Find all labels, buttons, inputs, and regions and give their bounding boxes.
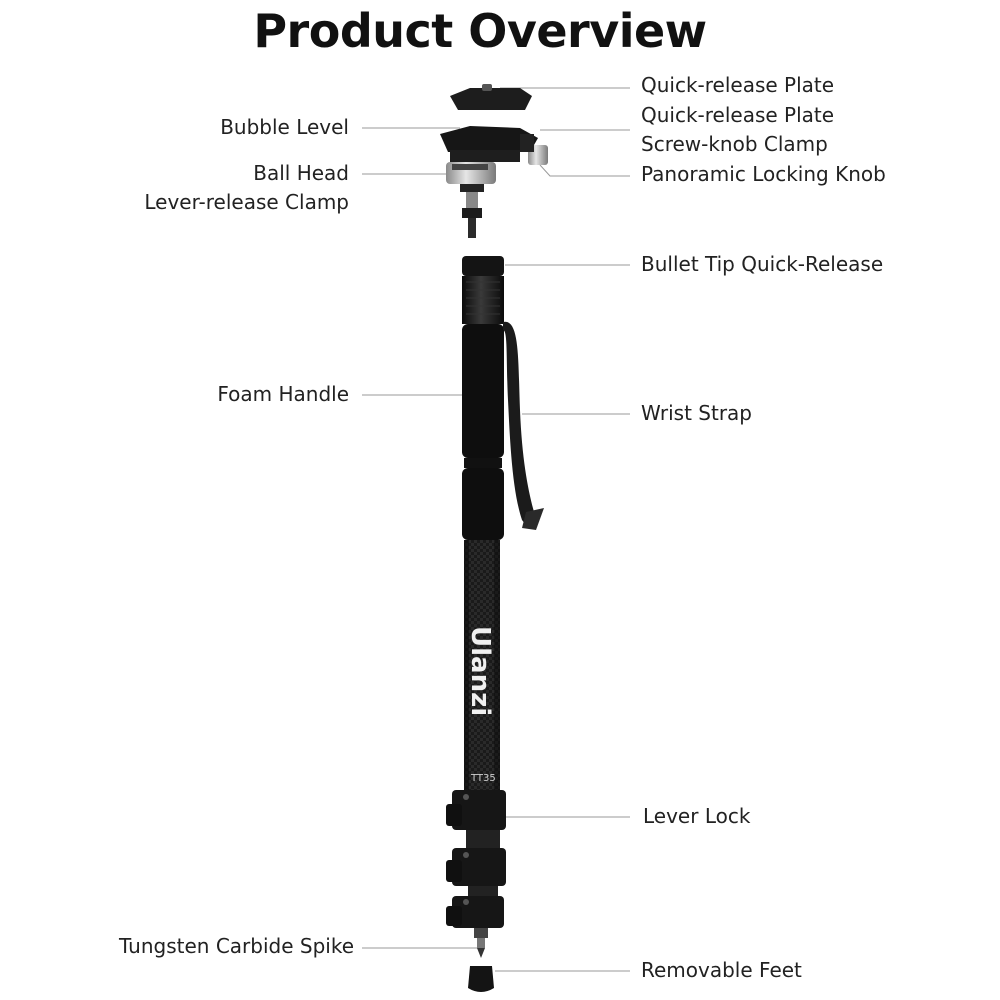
- leader-panoramic-knob: [539, 164, 630, 177]
- foam-handle: [462, 324, 504, 540]
- label-removable-feet: Removable Feet: [641, 958, 802, 982]
- label-tungsten-spike: Tungsten Carbide Spike: [119, 934, 354, 958]
- removable-feet: [468, 966, 494, 992]
- label-foam-handle: Foam Handle: [217, 382, 349, 406]
- lever-locks: [446, 790, 506, 928]
- tungsten-carbide-spike: [474, 928, 488, 958]
- carbon-fiber-tube: [464, 540, 500, 790]
- bullet-tip-quick-release: [462, 256, 504, 324]
- model-mark: TT35: [470, 773, 496, 784]
- label-qr-plate-clamp: Quick-release Plate Screw-knob Clamp: [641, 103, 835, 156]
- label-bullet-tip: Bullet Tip Quick-Release: [641, 252, 884, 276]
- quick-release-plate: [450, 84, 532, 110]
- label-qr-plate: Quick-release Plate: [641, 73, 835, 97]
- leader-lines: [362, 87, 630, 972]
- label-ball-head: Ball Head Lever-release Clamp: [144, 161, 349, 214]
- label-bubble-level: Bubble Level: [220, 115, 349, 139]
- label-lever-lock: Lever Lock: [643, 804, 751, 828]
- label-wrist-strap: Wrist Strap: [641, 401, 752, 425]
- wrist-strap: [503, 321, 544, 530]
- brand-mark: Ulanzi: [465, 626, 495, 716]
- ball-head: [440, 126, 548, 238]
- label-panoramic-knob: Panoramic Locking Knob: [641, 162, 886, 186]
- page-title: Product Overview: [253, 4, 707, 58]
